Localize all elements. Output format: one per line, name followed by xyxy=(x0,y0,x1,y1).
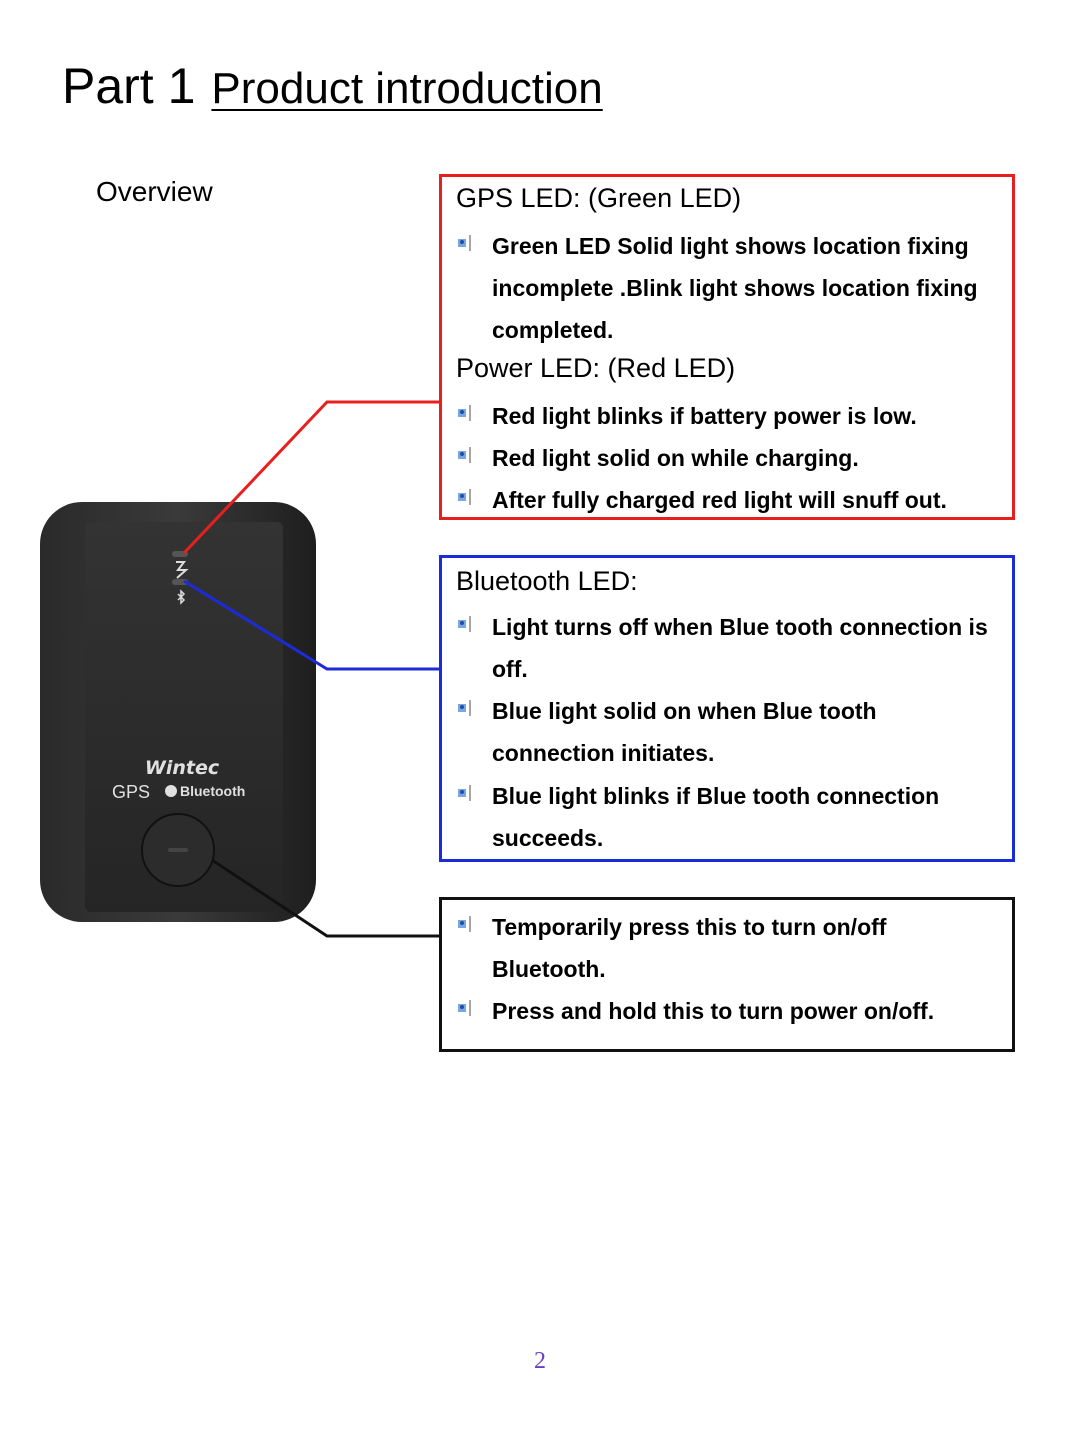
device-bluetooth-label: Bluetooth xyxy=(180,783,245,799)
gps-power-led-box: GPS LED: (Green LED) Green LED Solid lig… xyxy=(439,174,1015,520)
title-topic: Product introduction xyxy=(211,64,603,113)
power-led-item: After fully charged red light will snuff… xyxy=(492,487,947,513)
list-item: Blue light solid on when Blue tooth conn… xyxy=(458,690,998,774)
power-button-icon[interactable] xyxy=(141,813,215,887)
device-gps-label: GPS xyxy=(112,782,150,802)
bullet-icon xyxy=(458,405,471,421)
list-item: Temporarily press this to turn on/off Bl… xyxy=(458,906,998,990)
power-led-heading: Power LED: (Red LED) xyxy=(456,353,736,383)
list-item: Press and hold this to turn power on/off… xyxy=(458,990,998,1032)
page-number: 2 xyxy=(534,1348,546,1374)
bullet-icon xyxy=(458,700,471,716)
list-item: After fully charged red light will snuff… xyxy=(458,479,998,521)
bluetooth-led-item: Blue light blinks if Blue tooth connecti… xyxy=(492,783,940,851)
bullet-icon xyxy=(458,1000,471,1016)
bluetooth-led-item: Light turns off when Blue tooth connecti… xyxy=(492,614,988,682)
bluetooth-led-heading: Bluetooth LED: xyxy=(456,566,638,596)
gps-led-heading: GPS LED: (Green LED) xyxy=(456,183,742,213)
gps-device-image: Wintec GPS Bluetooth xyxy=(40,502,316,922)
list-item: Red light blinks if battery power is low… xyxy=(458,395,998,437)
list-item: Blue light blinks if Blue tooth connecti… xyxy=(458,775,998,859)
list-item: Light turns off when Blue tooth connecti… xyxy=(458,606,998,690)
bullet-icon xyxy=(458,785,471,801)
power-button-item: Press and hold this to turn power on/off… xyxy=(492,998,935,1024)
bullet-icon xyxy=(458,616,471,632)
power-led-item: Red light blinks if battery power is low… xyxy=(492,403,917,429)
power-button-item: Temporarily press this to turn on/off Bl… xyxy=(492,914,887,982)
bullet-icon xyxy=(458,916,471,932)
title-part: Part 1 xyxy=(62,58,196,114)
power-led-item: Red light solid on while charging. xyxy=(492,445,859,471)
device-brand: Wintec xyxy=(145,757,220,779)
overview-label: Overview xyxy=(96,176,213,207)
list-item: Green LED Solid light shows location fix… xyxy=(458,225,998,351)
bullet-icon xyxy=(458,489,471,505)
bullet-icon xyxy=(458,235,471,251)
list-item: Red light solid on while charging. xyxy=(458,437,998,479)
bluetooth-led-box: Bluetooth LED: Light turns off when Blue… xyxy=(439,555,1015,862)
bluetooth-logo-icon xyxy=(165,785,177,797)
power-button-box: Temporarily press this to turn on/off Bl… xyxy=(439,897,1015,1052)
bluetooth-led-item: Blue light solid on when Blue tooth conn… xyxy=(492,698,877,766)
page-title: Part 1 Product introduction xyxy=(62,56,603,119)
gps-led-item: Green LED Solid light shows location fix… xyxy=(492,233,978,343)
bullet-icon xyxy=(458,447,471,463)
